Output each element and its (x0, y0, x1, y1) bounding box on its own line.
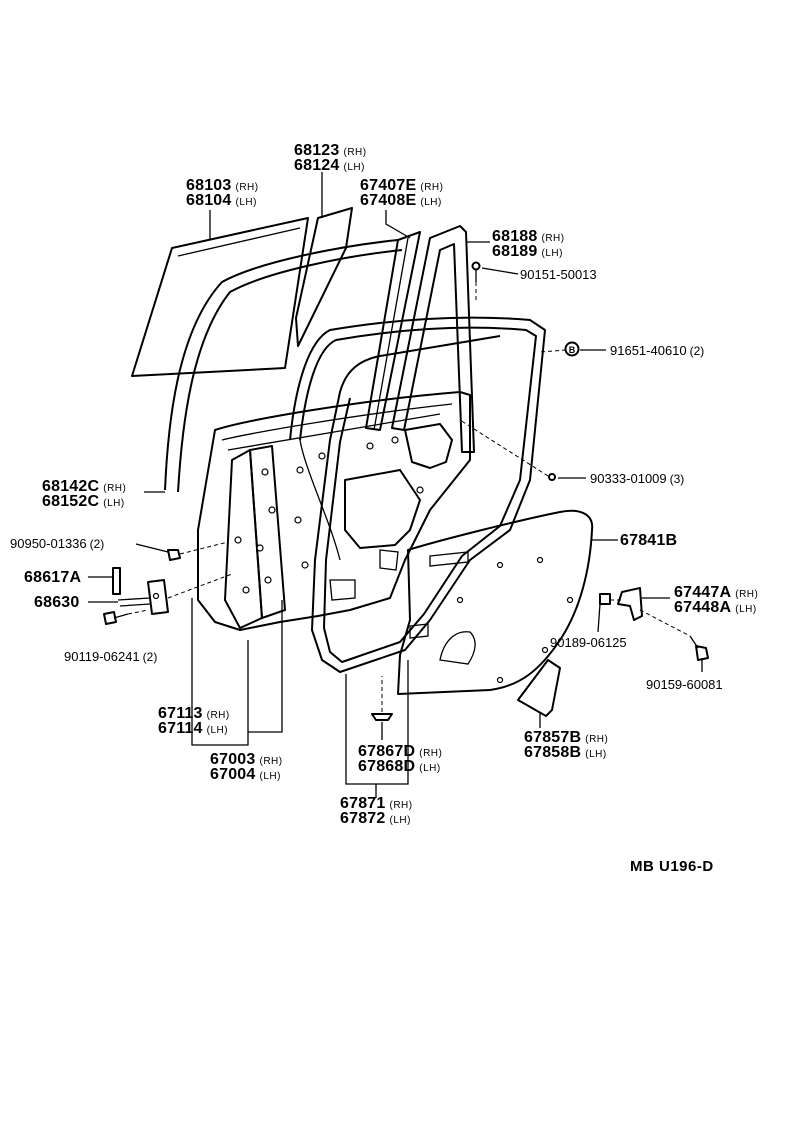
door-weatherstrip (289, 316, 546, 673)
door-panel (197, 391, 471, 631)
label-67408e: 67408E(LH) (360, 192, 442, 209)
door-hinge (112, 567, 169, 615)
label-67004: 67004(LH) (210, 766, 281, 783)
door-bracket (599, 587, 643, 621)
label-67872: 67872(LH) (340, 810, 411, 827)
label-67841b: 67841B (620, 532, 678, 549)
nut-90950 (167, 549, 181, 561)
clip-90333 (548, 473, 556, 481)
triangle-cover (517, 659, 561, 717)
label-68142c: 68142C(RH) (42, 478, 127, 495)
division-bar (365, 231, 421, 431)
label-67003: 67003(RH) (210, 751, 283, 768)
label-67871: 67871(RH) (340, 795, 413, 812)
label-90119-06241: 90119-06241(2) (64, 649, 158, 664)
label-67113: 67113(RH) (158, 705, 230, 722)
label-67114: 67114(LH) (158, 720, 229, 737)
label-91651-40610: 91651-40610(2) (610, 343, 705, 358)
label-68152c: 68152C(LH) (42, 493, 125, 510)
rear-channel (391, 225, 475, 453)
door-trim-board (397, 509, 594, 695)
label-67868d: 67868D(LH) (358, 758, 441, 775)
label-67867d: 67867D(RH) (358, 743, 443, 760)
plug-symbol: B (569, 345, 576, 355)
label-68617a: 68617A (24, 569, 82, 586)
label-67447a: 67447A(RH) (674, 584, 759, 601)
run-channel (164, 239, 403, 493)
label-67407e: 67407E(RH) (360, 177, 444, 194)
label-90333-01009: 90333-01009(3) (590, 471, 685, 486)
leader-lines (88, 172, 703, 798)
label-68124: 68124(LH) (294, 157, 365, 174)
label-67857b: 67857B(RH) (524, 729, 609, 746)
label-90950-01336: 90950-01336(2) (10, 536, 105, 551)
label-68123: 68123(RH) (294, 142, 367, 159)
label-90189-06125: 90189-06125 (550, 635, 627, 650)
label-68189: 68189(LH) (492, 243, 563, 260)
door-glass (131, 217, 309, 377)
label-90151-50013: 90151-50013 (520, 267, 597, 282)
label-68188: 68188(RH) (492, 228, 565, 245)
label-68630: 68630 (34, 594, 80, 611)
quarter-glass (295, 207, 353, 347)
label-68103: 68103(RH) (186, 177, 259, 194)
label-68104: 68104(LH) (186, 192, 257, 209)
label-67448a: 67448A(LH) (674, 599, 757, 616)
label-90159-60081: 90159-60081 (646, 677, 723, 692)
diagram-code: MB U196-D (630, 858, 714, 875)
bolt-90159 (689, 635, 709, 661)
label-67858b: 67858B(LH) (524, 744, 607, 761)
hole-plug-91651 (564, 341, 580, 357)
screw-90151 (471, 261, 481, 282)
weatherstrip-clip (371, 713, 393, 721)
bolt-90119 (103, 611, 129, 625)
